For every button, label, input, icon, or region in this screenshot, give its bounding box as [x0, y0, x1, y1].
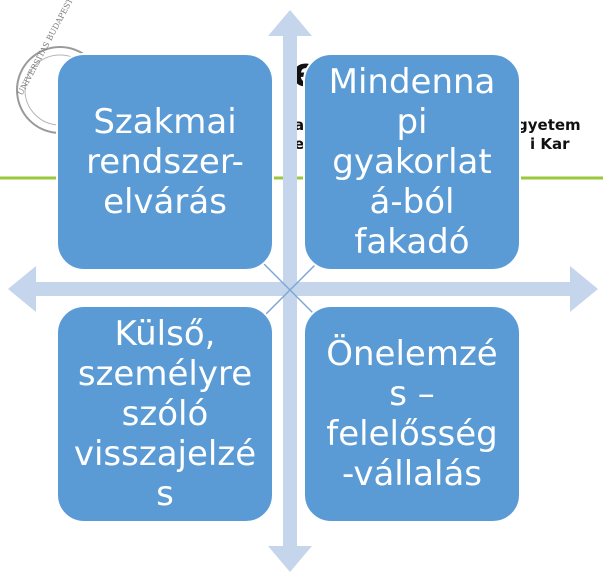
quadrant-bottom-left-label: Külső, személyre szóló visszajelzé s	[73, 313, 257, 515]
quadrant-bottom-left: Külső, személyre szóló visszajelzé s	[56, 305, 274, 523]
quadrant-top-left: Szakmai rendszer- elvárás	[56, 53, 274, 271]
quadrant-top-right: Mindenna pi gyakorlat á-ból fakadó	[303, 53, 521, 271]
subtitle-fragment-right-2: i Kar	[530, 135, 570, 153]
subtitle-fragment-right-1: gyetem	[517, 116, 581, 134]
subtitle-fragment-left-1: a	[294, 116, 305, 134]
quadrant-top-right-label: Mindenna pi gyakorlat á-ból fakadó	[328, 61, 496, 263]
center-cross-line-2	[261, 261, 319, 319]
subtitle-fragment-left-2: e	[294, 135, 305, 153]
quadrant-bottom-right: Önelemzé s – felelősség -vállalás	[303, 305, 521, 523]
quadrant-bottom-right-label: Önelemzé s – felelősség -vállalás	[326, 333, 498, 495]
quadrant-top-left-label: Szakmai rendszer- elvárás	[86, 101, 244, 223]
horizontal-axis-arrow	[8, 266, 598, 312]
